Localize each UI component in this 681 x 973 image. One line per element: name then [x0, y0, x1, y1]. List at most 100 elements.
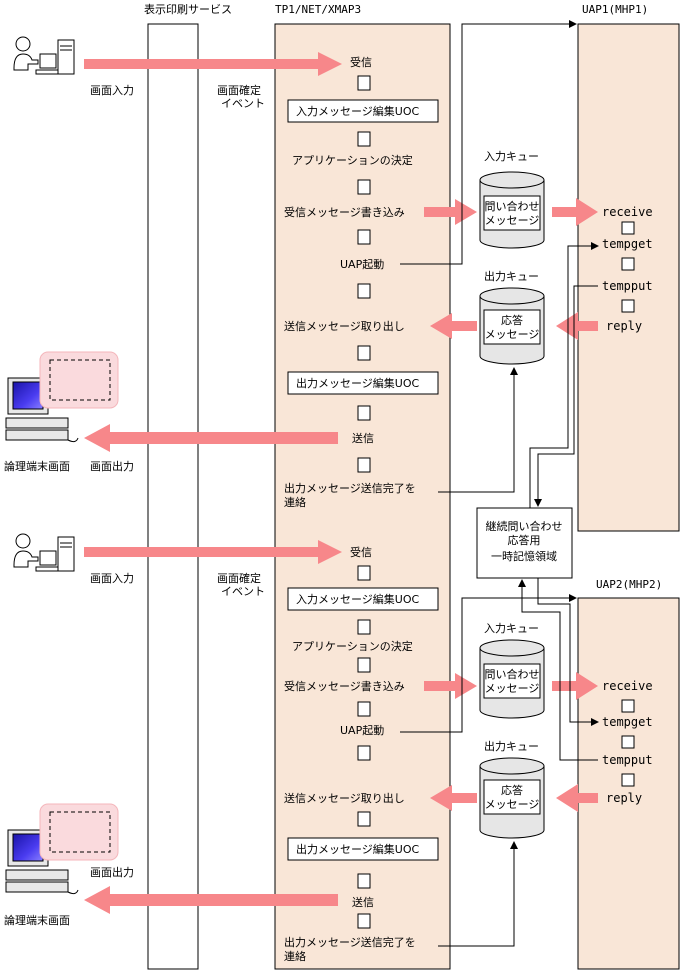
step-box [357, 131, 371, 147]
temp-storage-box [476, 507, 573, 579]
tempput-connector-2 [518, 579, 598, 761]
uap-start-2: UAP起動 [340, 723, 384, 737]
lane-display-service [147, 23, 199, 970]
input-queue-label-1: 入力キュー [484, 150, 539, 163]
screen-confirm-label-2b: イベント [221, 585, 265, 598]
step-box [621, 221, 635, 235]
step-box [357, 745, 371, 761]
step-box [621, 773, 635, 787]
notify-1b: 連絡 [284, 495, 306, 509]
notify-2a: 出力メッセージ送信完了を [284, 935, 416, 949]
input-uoc-label-2: 入力メッセージ編集UOC [296, 592, 419, 606]
temp-storage-label-3: 一時記憶領域 [491, 549, 557, 563]
send-step-2: 送信 [352, 895, 374, 909]
tempget-connector-2 [537, 578, 599, 726]
screen-confirm-label-2a: 画面確定 [217, 571, 261, 585]
tempget-call-1: tempget [602, 237, 653, 251]
step-box [621, 699, 635, 713]
computer-icon [5, 377, 79, 443]
computer-icon [5, 829, 79, 895]
step-box [357, 345, 371, 361]
step-box [357, 283, 371, 299]
screen-output-label-2: 画面出力 [90, 865, 134, 879]
output-queue-label-2: 出力キュー [484, 739, 539, 753]
temp-storage-label-2: 応答用 [508, 533, 541, 547]
logical-terminal-label-2: 論理端末画面 [4, 913, 70, 927]
output-queue-1: 出力キュー 応答 メッセージ [479, 269, 545, 365]
reply-queue-arrow-1 [556, 312, 598, 340]
screen-input-label-2: 画面入力 [90, 572, 134, 585]
svg-text:メッセージ: メッセージ [485, 214, 540, 227]
step-box [357, 229, 371, 245]
header-tp1: TP1/NET/XMAP3 [275, 3, 361, 16]
input-queue-label-2: 入力キュー [484, 622, 539, 635]
dequeue-receive-arrow-2 [552, 672, 598, 700]
svg-text:応答: 応答 [501, 783, 523, 797]
step-box [357, 913, 371, 929]
notify-1a: 出力メッセージ送信完了を [284, 481, 416, 495]
step-box [357, 179, 371, 195]
svg-text:問い合わせ: 問い合わせ [485, 667, 540, 681]
output-queue-2: 出力キュー 応答 メッセージ [479, 739, 545, 839]
input-uoc-label-1: 入力メッセージ編集UOC [296, 104, 419, 118]
lane-uap1 [577, 23, 680, 532]
receive-call-2: receive [602, 679, 653, 693]
output-uoc-label-1: 出力メッセージ編集UOC [296, 376, 419, 390]
input-queue-1: 入力キュー 問い合わせ メッセージ [479, 150, 545, 249]
write-queue-arrow-2 [424, 673, 477, 699]
step-box [357, 701, 371, 717]
screen-input-arrow-1 [84, 52, 342, 76]
step-box [357, 457, 371, 473]
step-box [357, 75, 371, 91]
receive-call-1: receive [602, 205, 653, 219]
tempget-call-2: tempget [602, 715, 653, 729]
screen-output-arrow-2 [84, 886, 338, 914]
notify-2b: 連絡 [284, 949, 306, 963]
tempput-connector-1 [534, 285, 598, 507]
uap-start-connector-2 [400, 594, 577, 733]
step-box [357, 405, 371, 421]
step-box [621, 299, 635, 313]
receive-step-2: 受信 [350, 546, 372, 559]
take-send-2: 送信メッセージ取り出し [284, 791, 405, 805]
svg-text:メッセージ: メッセージ [485, 328, 540, 341]
notify-connector-2 [438, 841, 518, 947]
svg-text:メッセージ: メッセージ [485, 682, 540, 695]
output-uoc-box-2 [287, 837, 439, 861]
header-display-service: 表示印刷サービス [144, 2, 232, 16]
screen-window-inner [49, 811, 111, 853]
screen-confirm-label-1b: イベント [221, 97, 265, 110]
step-box [357, 619, 371, 635]
user-terminal-icon [13, 36, 75, 75]
notify-connector-1 [438, 367, 518, 493]
uap-start-1: UAP起動 [340, 257, 384, 271]
header-uap2: UAP2(MHP2) [596, 578, 662, 591]
uap-start-connector-1 [400, 20, 577, 265]
step-box [357, 565, 371, 581]
step-box [357, 811, 371, 827]
tempput-call-2: tempput [602, 753, 653, 767]
tempput-call-1: tempput [602, 279, 653, 293]
write-recv-2: 受信メッセージ書き込み [284, 679, 405, 693]
svg-text:メッセージ: メッセージ [485, 798, 540, 811]
screen-window-inner [49, 359, 111, 401]
app-decide-1: アプリケーションの決定 [292, 153, 413, 167]
reply-call-2: reply [606, 791, 642, 805]
app-decide-2: アプリケーションの決定 [292, 639, 413, 653]
logical-terminal-label-1: 論理端末画面 [4, 459, 70, 473]
screen-output-label-1: 画面出力 [90, 459, 134, 473]
user-terminal-icon [13, 533, 75, 572]
step-box [621, 735, 635, 749]
send-step-1: 送信 [352, 431, 374, 445]
temp-storage-label-1: 継続問い合わせ [486, 519, 563, 533]
take-send-arrow-1 [430, 313, 477, 339]
screen-confirm-label-1a: 画面確定 [217, 83, 261, 97]
svg-text:問い合わせ: 問い合わせ [485, 199, 540, 213]
input-uoc-box-2 [287, 587, 439, 611]
output-uoc-box-1 [287, 371, 439, 395]
screen-input-arrow-2 [84, 540, 342, 564]
dequeue-receive-arrow-1 [552, 198, 598, 226]
write-recv-1: 受信メッセージ書き込み [284, 205, 405, 219]
step-box [357, 657, 371, 673]
